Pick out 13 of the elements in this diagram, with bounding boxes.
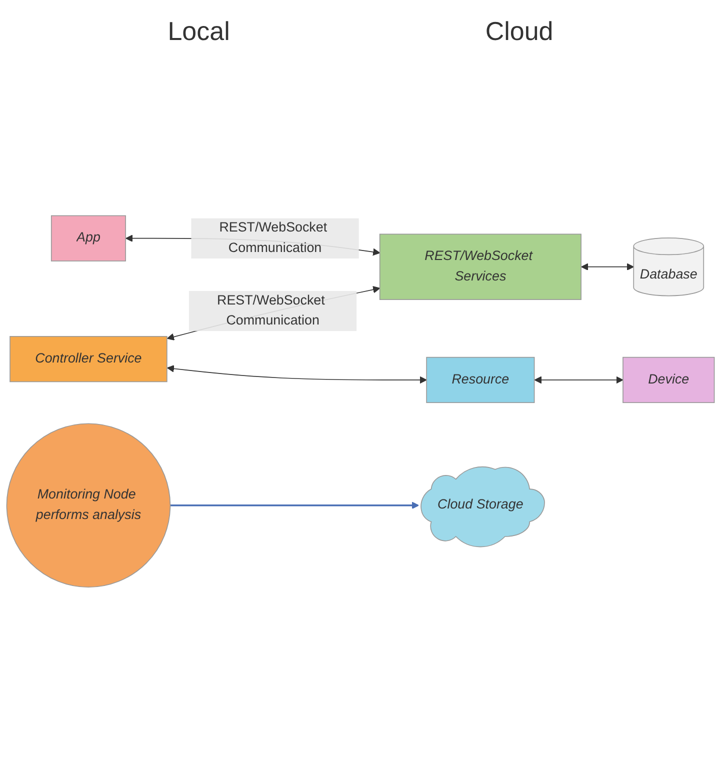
arrow (581, 262, 634, 270)
edge-label: REST/WebSocket Communication (217, 293, 325, 328)
node-box: REST/WebSocket Services (379, 233, 582, 300)
node-box: Controller Service (10, 336, 168, 382)
node-box: Device (622, 356, 715, 403)
arrow (166, 364, 427, 384)
arrow (534, 376, 624, 384)
node-circle: Monitoring Node performs analysis (6, 422, 171, 588)
column-heading: Local (168, 16, 230, 47)
node-box: Resource (426, 356, 535, 403)
edge-label: REST/WebSocket Communication (219, 220, 328, 255)
column-heading: Cloud (485, 16, 554, 47)
arrow (170, 501, 420, 509)
